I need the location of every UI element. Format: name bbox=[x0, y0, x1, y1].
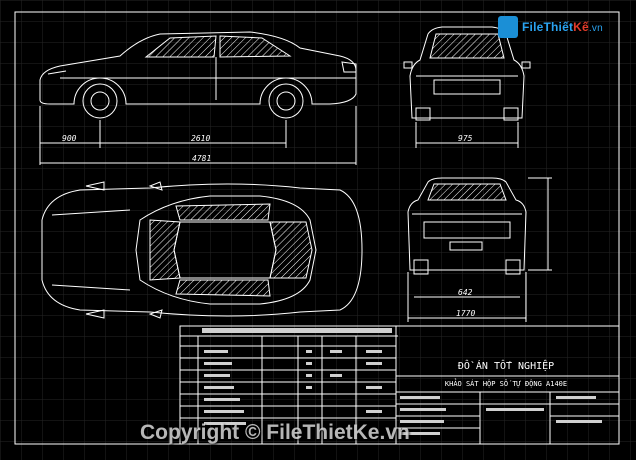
brand-name: FileThiếtKế.vn bbox=[522, 20, 603, 34]
dim-wheelbase: 2610 bbox=[191, 134, 210, 143]
dim-overall-length: 4781 bbox=[192, 154, 211, 163]
top-view bbox=[41, 181, 363, 319]
title-block bbox=[179, 325, 620, 445]
front-wheel bbox=[82, 83, 118, 119]
dim-front-overhang: 900 bbox=[62, 134, 77, 143]
rear-view bbox=[407, 177, 527, 275]
brand-name-thiet: Thiết bbox=[543, 20, 574, 34]
drawing-subtitle: KHẢO SÁT HỘP SỐ TỰ ĐỘNG A140E bbox=[445, 379, 567, 388]
copyright-watermark: Copyright © FileThietKe.vn bbox=[140, 421, 410, 444]
file-icon bbox=[498, 16, 518, 38]
dim-rear-width: 975 bbox=[458, 134, 473, 143]
title-block-row-text bbox=[202, 328, 602, 435]
front-view bbox=[403, 26, 531, 121]
rear-wheel bbox=[268, 83, 304, 119]
drawing-title: ĐỒ ÁN TỐT NGHIỆP bbox=[458, 359, 554, 372]
dim-front-track: 642 bbox=[458, 288, 473, 297]
dim-overall-width: 1770 bbox=[456, 309, 475, 318]
side-view bbox=[39, 31, 357, 119]
brand-domain: .vn bbox=[588, 23, 603, 34]
brand-name-ke: Kế bbox=[573, 20, 589, 34]
brand-logo[interactable]: FileThiếtKế.vn bbox=[498, 14, 610, 40]
brand-name-file: File bbox=[522, 20, 544, 34]
